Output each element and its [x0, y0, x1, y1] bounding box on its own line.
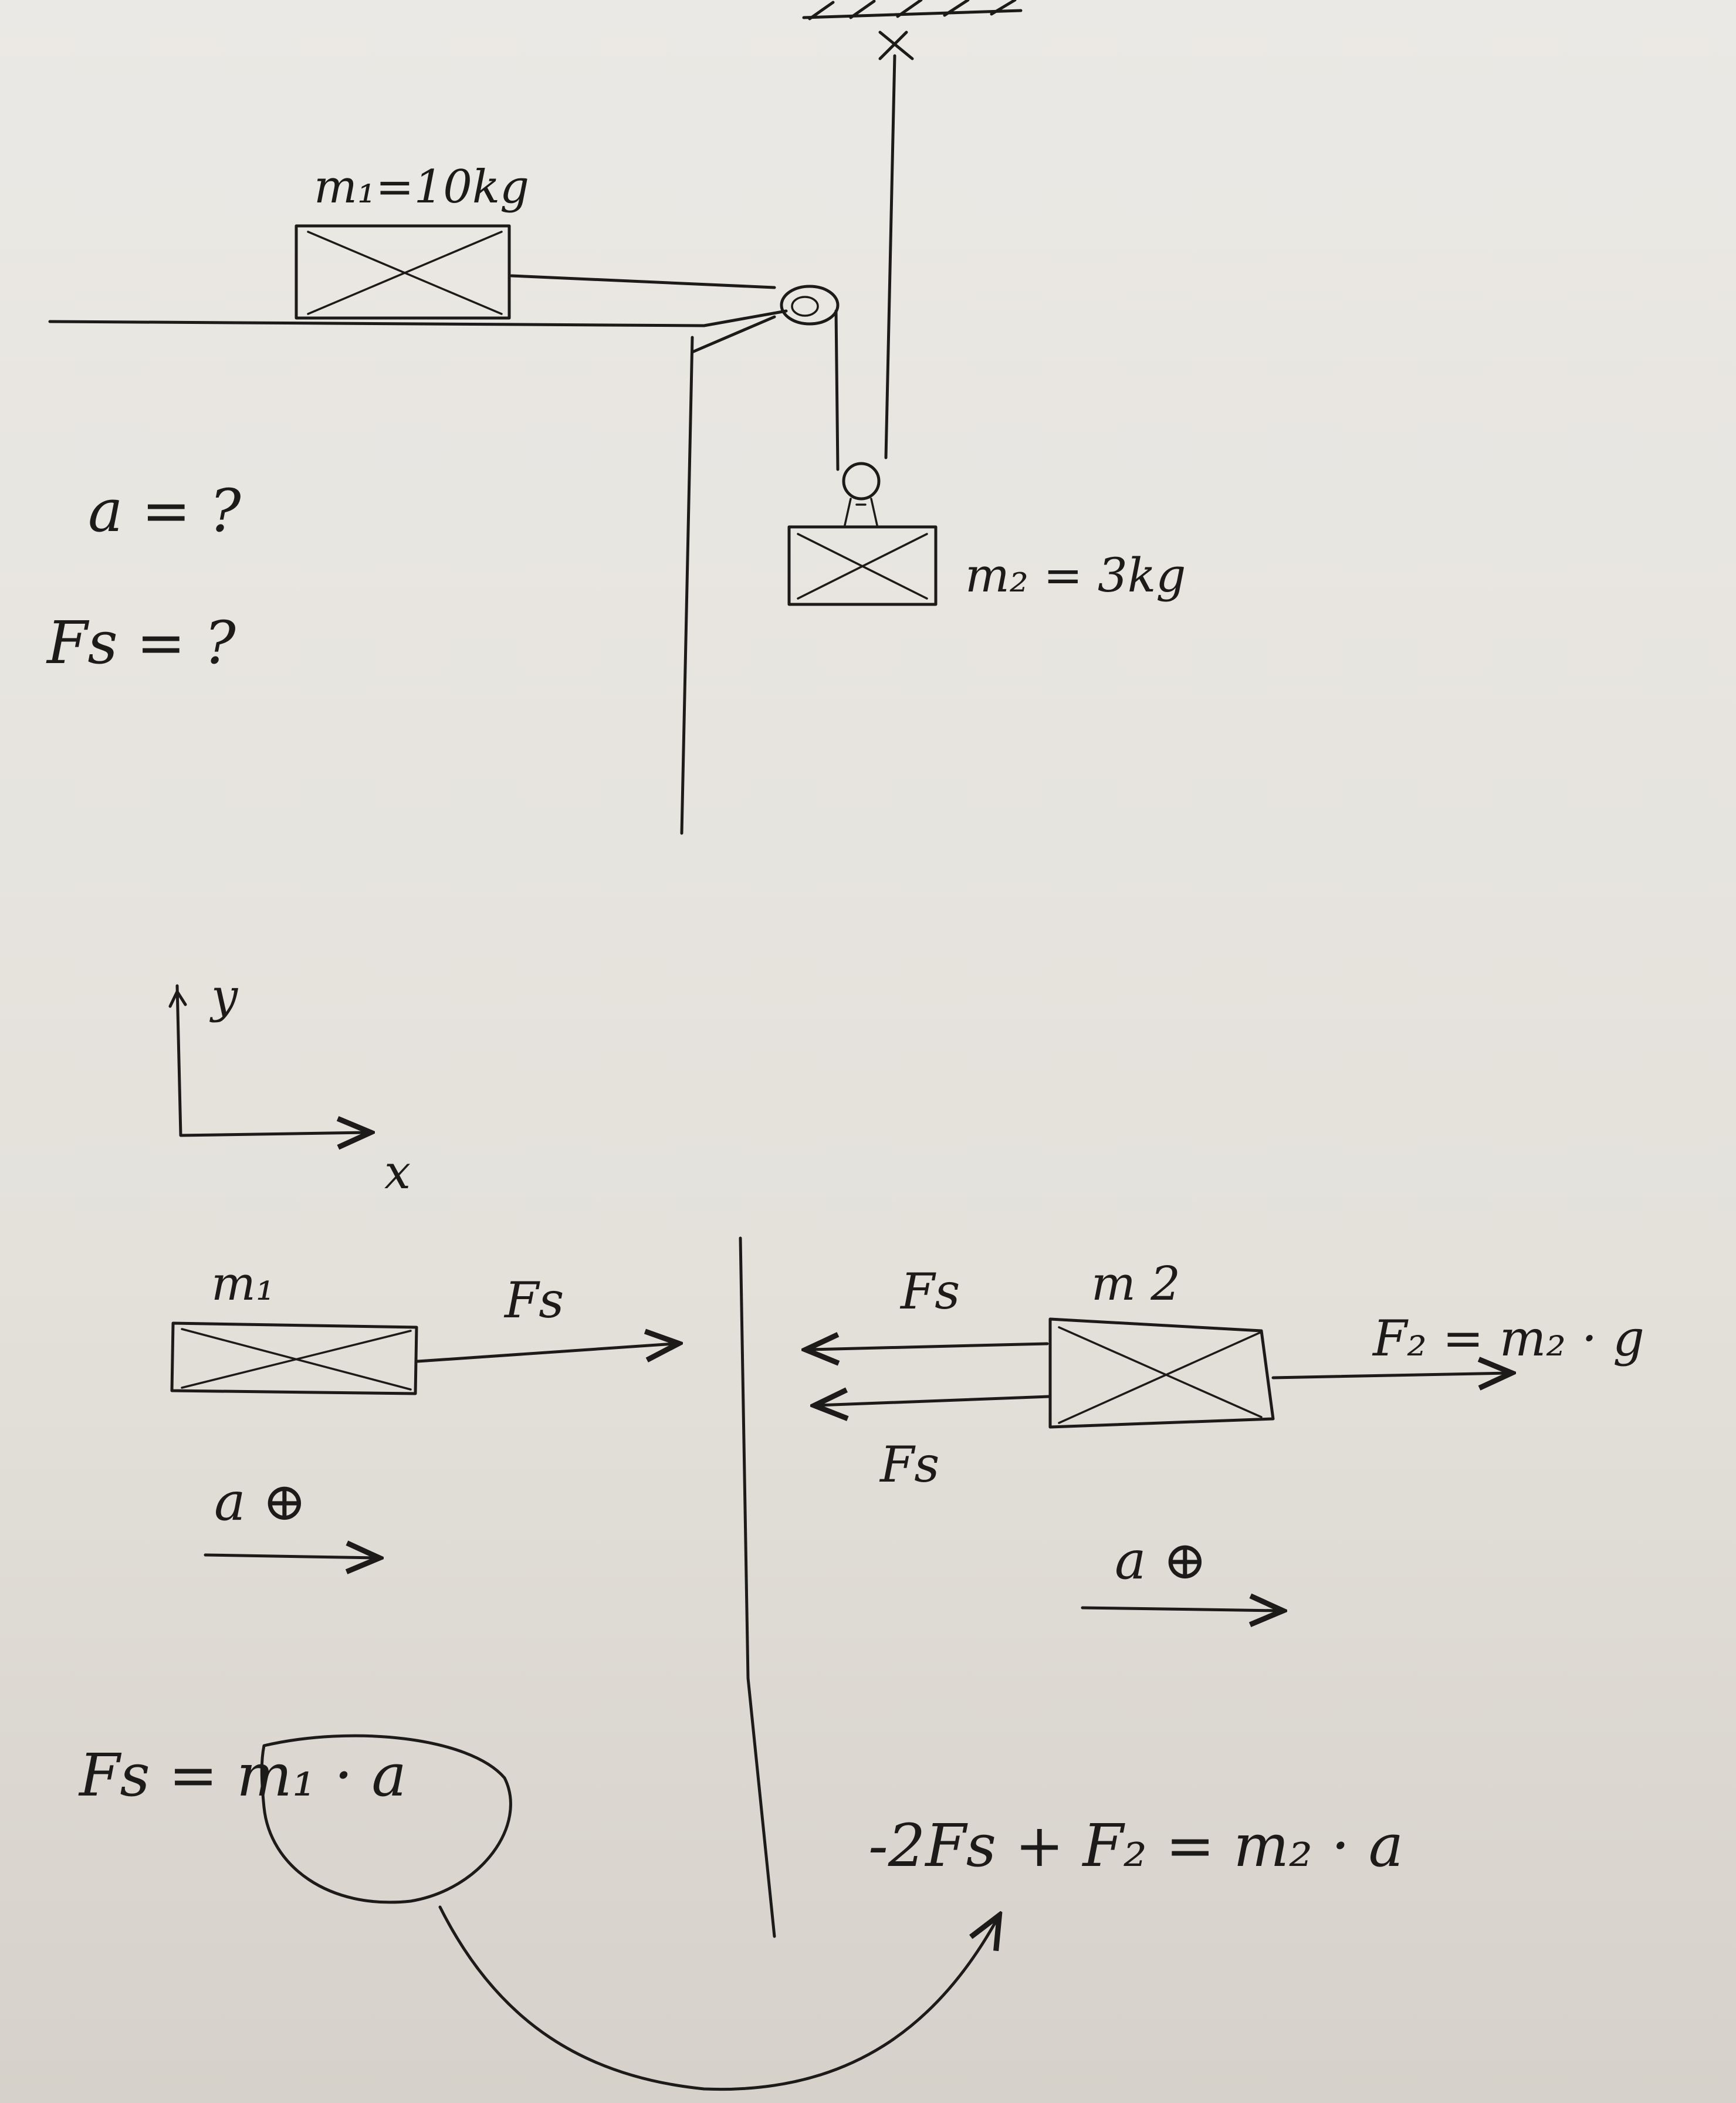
- m1-label: m₁=10kg: [314, 161, 529, 214]
- m2-label: m₂ = 3kg: [965, 548, 1186, 603]
- table-surface: [48, 309, 788, 835]
- fbd-m1-tension-arrow: [416, 1344, 675, 1363]
- fbd-m2-label: m 2: [1091, 1256, 1180, 1311]
- movable-pulley: [842, 462, 881, 526]
- fbd-m2-lower-tension-arrow: [818, 1397, 1051, 1405]
- block-m1: [295, 224, 511, 320]
- fbd-m2-upper-tension-arrow: [810, 1344, 1049, 1350]
- fixed-pulley: [780, 285, 840, 326]
- fbd-m1-accel-label: a ⊕: [214, 1471, 307, 1533]
- fbd-m2-weight-arrow: [1271, 1373, 1508, 1378]
- equation-circle: [260, 1734, 512, 1904]
- rope: [510, 54, 896, 471]
- fbd-m1-tension-label: Fs: [503, 1272, 564, 1329]
- fbd-m2-accel-label: a ⊕: [1115, 1530, 1207, 1591]
- fbd-m1-accel-arrow: [204, 1555, 375, 1558]
- block-m2: [787, 525, 938, 606]
- x-axis-label: x: [384, 1145, 411, 1199]
- fbd-m2-weight-label: F₂ = m₂ · g: [1372, 1310, 1644, 1367]
- fbd-block-m2: [1048, 1317, 1275, 1429]
- equation-m1: Fs = m₁ · a: [78, 1741, 407, 1810]
- y-axis-label: y: [209, 969, 239, 1023]
- equation-m2: -2Fs + F₂ = m₂ · a: [868, 1811, 1403, 1880]
- fbd-m1-label: m₁: [211, 1256, 275, 1311]
- fbd-block-m1: [170, 1321, 418, 1395]
- tension-question: Fs = ?: [46, 608, 236, 677]
- ceiling-support: [802, 0, 1023, 60]
- coordinate-axes: [168, 984, 367, 1135]
- fbd-m2-lower-tension-label: Fs: [879, 1436, 939, 1493]
- substitution-arrow: [438, 1905, 997, 2091]
- fbd-m2-accel-arrow: [1081, 1608, 1279, 1611]
- divider-line: [739, 1236, 776, 1938]
- acceleration-question: a = ?: [88, 476, 242, 545]
- fbd-m2-upper-tension-label: Fs: [899, 1263, 960, 1320]
